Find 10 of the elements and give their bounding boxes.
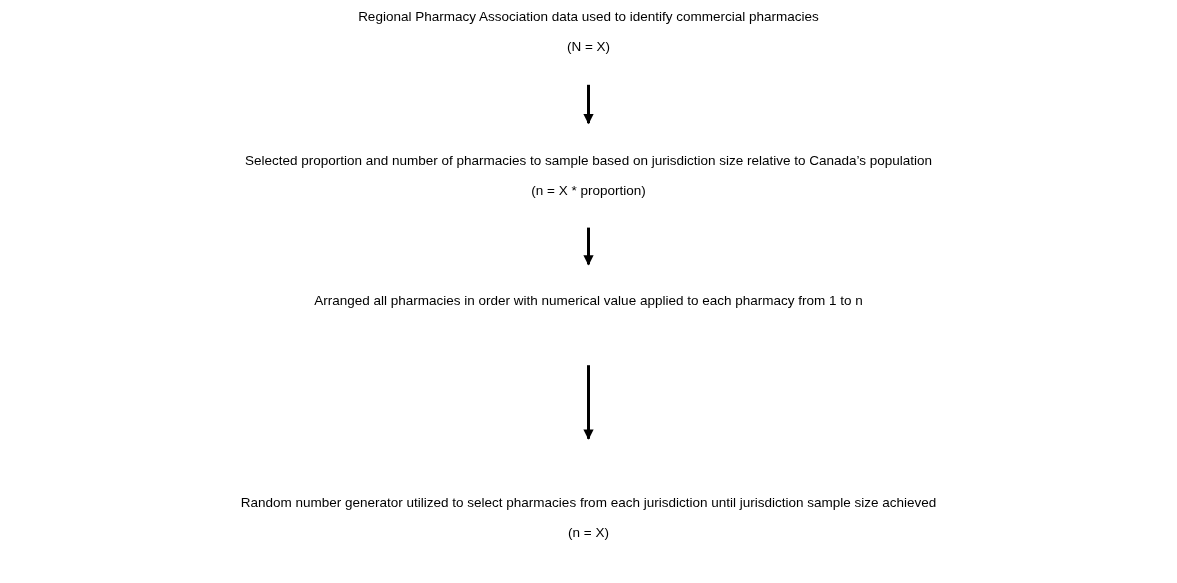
step-text: Selected proportion and number of pharmacies to sample based on jurisdiction size relative to Canada’s population (244, 152, 933, 170)
step-text: (n = X * proportion) (531, 182, 646, 200)
step-text: Regional Pharmacy Association data used to identify commercial pharmacies (358, 8, 819, 26)
step-text: (n = X) (568, 524, 609, 542)
step-text: Arranged all pharmacies in order with numerical value applied to each pharmacy from 1 to n (314, 292, 863, 310)
step-text: (N = X) (566, 38, 611, 56)
step-text: Random number generator utilized to select pharmacies from each jurisdiction until jurisdiction sample size achieved (240, 494, 937, 512)
arrow (583, 84, 594, 125)
arrow (583, 227, 594, 266)
arrow (583, 365, 594, 440)
